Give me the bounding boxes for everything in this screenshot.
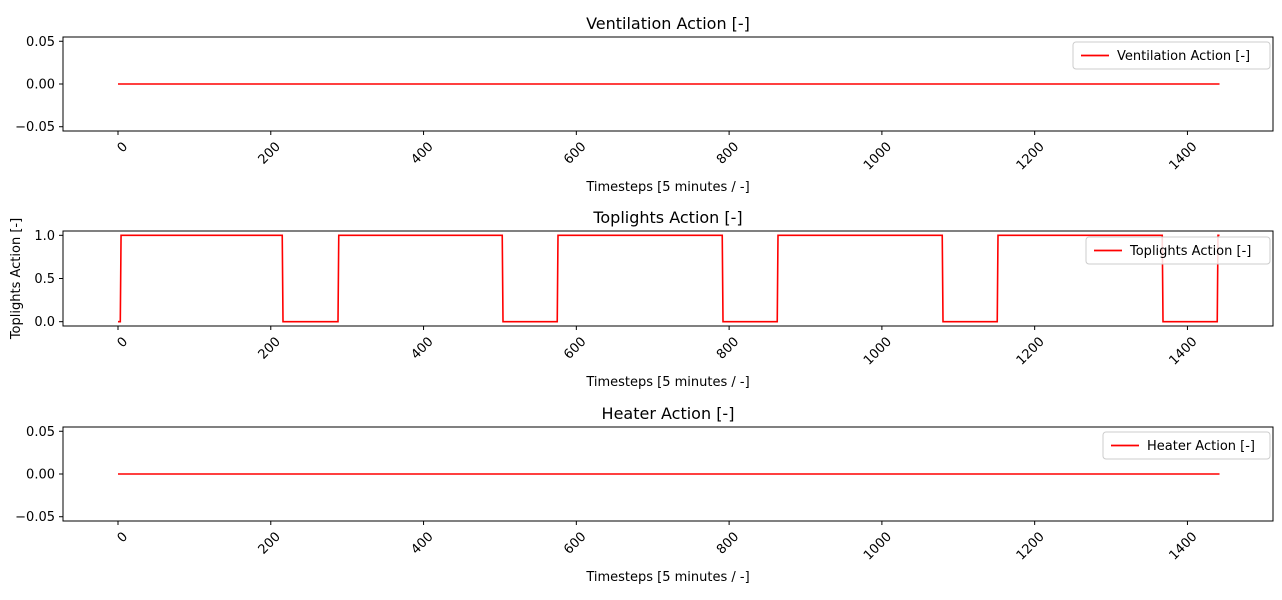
x-tick-label: 800 [714,529,742,557]
legend-label: Toplights Action [-] [1129,244,1251,259]
x-tick-label: 0 [115,529,131,545]
x-tick-label: 1200 [1014,529,1048,563]
x-tick-label: 1000 [861,139,895,173]
x-tick-label: 200 [256,334,284,362]
x-tick-label: 1400 [1166,334,1200,368]
x-tick-label: 0 [115,334,131,350]
y-axis-label: Ventilation Action [-] [0,17,2,150]
legend-label: Heater Action [-] [1147,439,1255,454]
x-tick-label: 400 [408,334,436,362]
legend-box [1072,41,1271,70]
x-tick-label: 800 [714,334,742,362]
subplot-1: Ventilation Action [-] 0 200 400 600 800 1000 1… [0,14,1274,195]
legend-label: Ventilation Action [-] [1117,49,1250,64]
series-line-1 [118,234,1220,323]
x-tick-label: 1200 [1014,334,1048,368]
y-axis-label: Heater Action [-] [0,420,2,528]
x-tick-label: 200 [256,529,284,557]
x-tick-label: 400 [408,529,436,557]
y-tick-label: 0.00 [26,78,55,93]
x-axis-label: Timesteps [5 minutes / -] [585,180,749,195]
x-tick-label: 600 [561,529,589,557]
y-tick-label: −0.05 [15,120,55,135]
x-tick-label: 1400 [1166,529,1200,563]
y-tick-label: 0.05 [26,35,55,50]
y-tick-label: 0.05 [26,425,55,440]
chart-title: Ventilation Action [-] [586,14,750,33]
x-tick-label: 600 [561,139,589,167]
x-tick-label: 1000 [861,529,895,563]
chart-title: Heater Action [-] [602,404,735,423]
x-tick-label: 0 [115,139,131,155]
x-tick-label: 1400 [1166,139,1200,173]
legend-box [1102,431,1271,460]
subplot-3: Heater Action [-] 0 200 400 600 800 1000 1200 14… [0,404,1274,585]
x-tick-label: 1000 [861,334,895,368]
x-tick-label: 400 [408,139,436,167]
y-tick-label: 0.00 [26,468,55,483]
x-tick-label: 200 [256,139,284,167]
y-axis-label: Toplights Action [-] [9,218,24,340]
legend: Toplights Action [-] [1085,236,1271,265]
y-tick-label: 0.0 [34,315,55,330]
y-tick-label: 1.0 [34,229,55,244]
x-axis-label: Timesteps [5 minutes / -] [585,570,749,585]
x-axis-label: Timesteps [5 minutes / -] [585,375,749,390]
subplot-2: Toplights Action [-] 0 200 400 600 800 1000 120… [9,208,1274,390]
legend-box [1085,236,1271,265]
legend: Ventilation Action [-] [1072,41,1271,70]
chart-title: Toplights Action [-] [592,208,742,227]
legend: Heater Action [-] [1102,431,1271,460]
x-tick-label: 800 [714,139,742,167]
y-tick-label: −0.05 [15,510,55,525]
x-tick-label: 600 [561,334,589,362]
y-tick-label: 0.5 [34,272,55,287]
x-tick-label: 1200 [1014,139,1048,173]
